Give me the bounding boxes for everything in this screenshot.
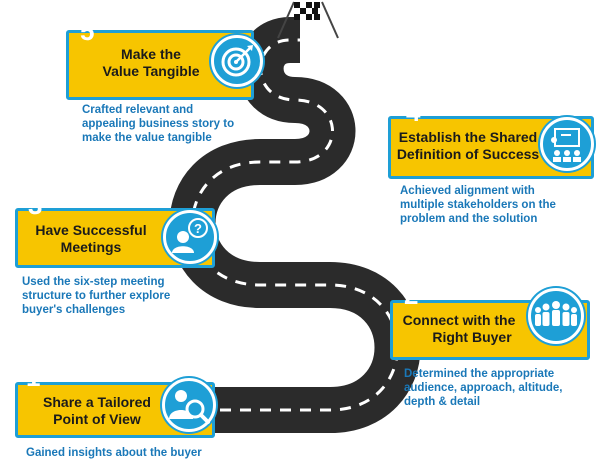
step-description: Used the six-step meeting structure to f… (22, 276, 171, 316)
step-number: 4 (406, 97, 421, 127)
magnifier-person-icon (169, 390, 210, 424)
step-badge: ? (163, 210, 217, 264)
step-description: Gained insights about the buyer (26, 447, 202, 459)
step-title: Establish the Shared Definition of Succe… (396, 129, 540, 162)
step-badge (528, 288, 584, 344)
step-description: Determined the appropriate audience, app… (404, 368, 563, 408)
step-badge (540, 117, 594, 171)
step-title: Share a Tailored Point of View (43, 394, 151, 427)
checkered-flags-icon (277, 1, 339, 39)
step-title: Have Successful Meetings (35, 222, 147, 255)
step-title: Make the Value Tangible (102, 46, 200, 79)
target-icon (221, 45, 253, 77)
step-number: 3 (28, 190, 43, 220)
step-badge (211, 35, 263, 87)
presentation-board-icon (551, 128, 581, 162)
step-number: 5 (80, 16, 95, 46)
step-badge (162, 378, 216, 432)
question-person-icon: ? (172, 218, 208, 253)
group-people-icon (535, 301, 577, 326)
step-number: 2 (404, 280, 419, 310)
step-number: 1 (26, 362, 41, 392)
step-description: Achieved alignment with multiple stakeho… (400, 185, 556, 225)
svg-text:?: ? (194, 221, 202, 236)
step-description: Crafted relevant and appealing business … (82, 104, 235, 144)
step-title: Connect with the Right Buyer (402, 312, 516, 345)
